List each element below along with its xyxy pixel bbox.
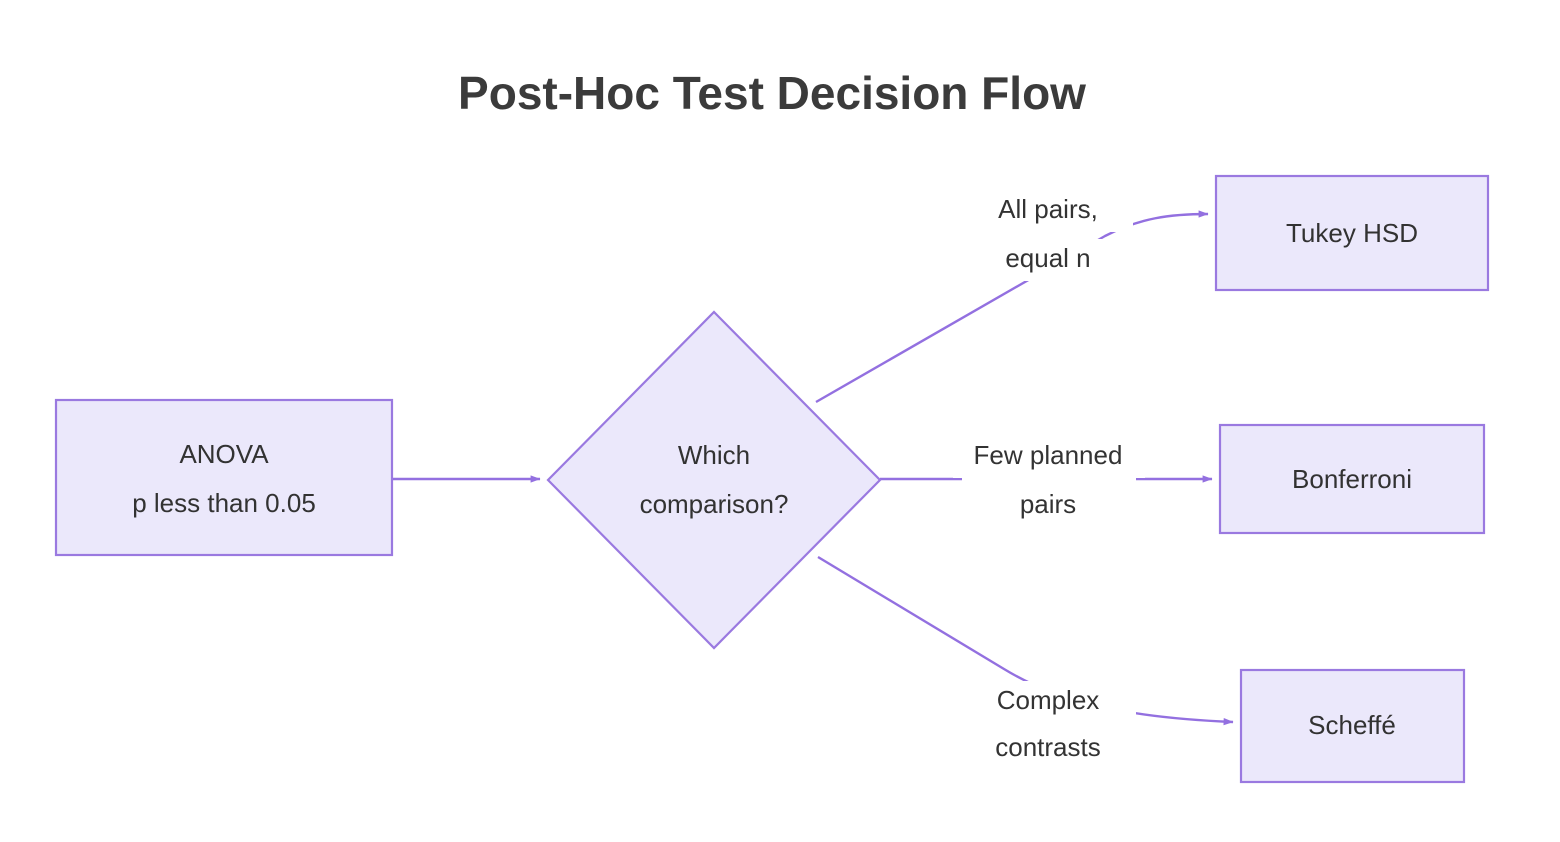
node-tukey-hsd-label: Tukey HSD <box>1286 218 1418 248</box>
edge-label-scheffe-bg2 <box>962 728 1136 770</box>
edge-label-scheffe-line1: Complex <box>997 685 1100 715</box>
node-decision[interactable]: Which comparison? <box>546 310 882 650</box>
node-anova-label-line2: p less than 0.05 <box>132 488 316 518</box>
edge-label-bonferroni-bg2 <box>953 485 1145 527</box>
edge-label-scheffe-line2: contrasts <box>995 732 1101 762</box>
node-anova-shape[interactable] <box>54 398 394 557</box>
edge-labels-layer: All pairs, equal n Few planned pairs Com… <box>953 190 1145 770</box>
edge-label-few-planned-pairs: Few planned pairs <box>953 436 1145 527</box>
node-anova[interactable]: ANOVA p less than 0.05 <box>54 398 394 557</box>
edge-label-tukey-line1: All pairs, <box>998 194 1098 224</box>
edge-label-bonferroni-line1: Few planned <box>974 440 1123 470</box>
edge-decision-to-tukey <box>815 210 1209 404</box>
edge-label-tukey-bg2 <box>965 239 1133 281</box>
edge-label-bonferroni-line2: pairs <box>1020 489 1076 519</box>
edge-label-bonferroni-bg1 <box>953 436 1145 478</box>
node-decision-label-line1: Which <box>678 440 750 470</box>
edge-label-complex-contrasts: Complex contrasts <box>962 681 1136 770</box>
node-bonferroni-label: Bonferroni <box>1292 464 1412 494</box>
node-bonferroni[interactable]: Bonferroni <box>1218 423 1486 535</box>
node-bonferroni-shape[interactable] <box>1218 423 1486 535</box>
edge-label-scheffe-bg1 <box>962 681 1136 723</box>
diagram-title: Post-Hoc Test Decision Flow <box>458 67 1086 119</box>
edge-label-tukey-line2: equal n <box>1005 243 1090 273</box>
node-tukey-hsd[interactable]: Tukey HSD <box>1214 174 1490 292</box>
node-scheffe-label: Scheffé <box>1308 710 1396 740</box>
node-tukey-hsd-shape[interactable] <box>1214 174 1490 292</box>
node-anova-label-line1: ANOVA <box>179 439 269 469</box>
node-scheffe[interactable]: Scheffé <box>1239 668 1466 784</box>
node-scheffe-shape[interactable] <box>1239 668 1466 784</box>
edge-label-tukey-bg1 <box>965 190 1133 232</box>
node-decision-shape[interactable] <box>546 310 882 650</box>
node-decision-label-line2: comparison? <box>640 489 789 519</box>
edge-label-all-pairs-equal-n: All pairs, equal n <box>965 190 1133 281</box>
